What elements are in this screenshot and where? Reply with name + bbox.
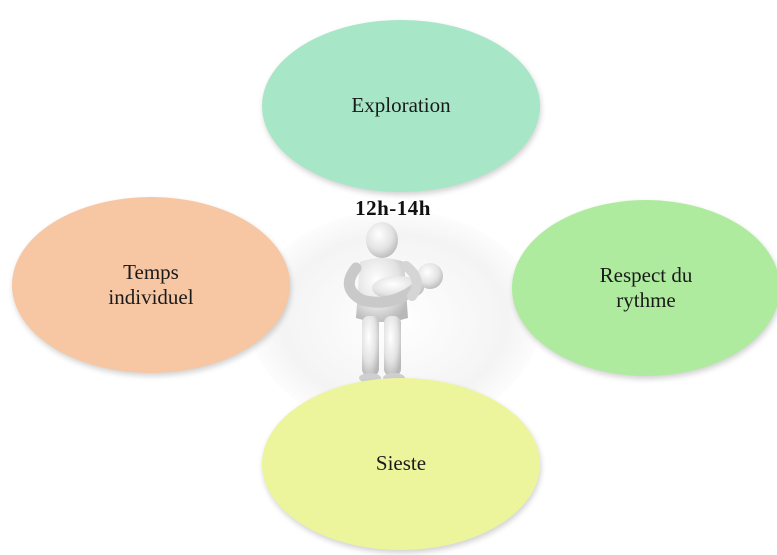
node-temps-individuel-line2: individuel <box>108 285 194 309</box>
node-respect-du-rythme-line1: Respect du <box>599 262 693 287</box>
node-sieste: Sieste <box>262 378 540 550</box>
node-exploration-text: Exploration <box>351 93 451 118</box>
node-exploration: Exploration <box>262 20 540 192</box>
person-holding-baby-icon <box>320 218 460 388</box>
time-label: 12h-14h <box>355 196 431 220</box>
node-sieste-text: Sieste <box>375 451 427 476</box>
node-temps-individuel-line1: Temps <box>123 259 179 284</box>
node-respect-du-rythme: Respect du rythme <box>512 200 777 376</box>
node-temps-individuel: Temps individuel <box>12 197 290 373</box>
node-respect-du-rythme-line2: rythme <box>616 288 676 312</box>
